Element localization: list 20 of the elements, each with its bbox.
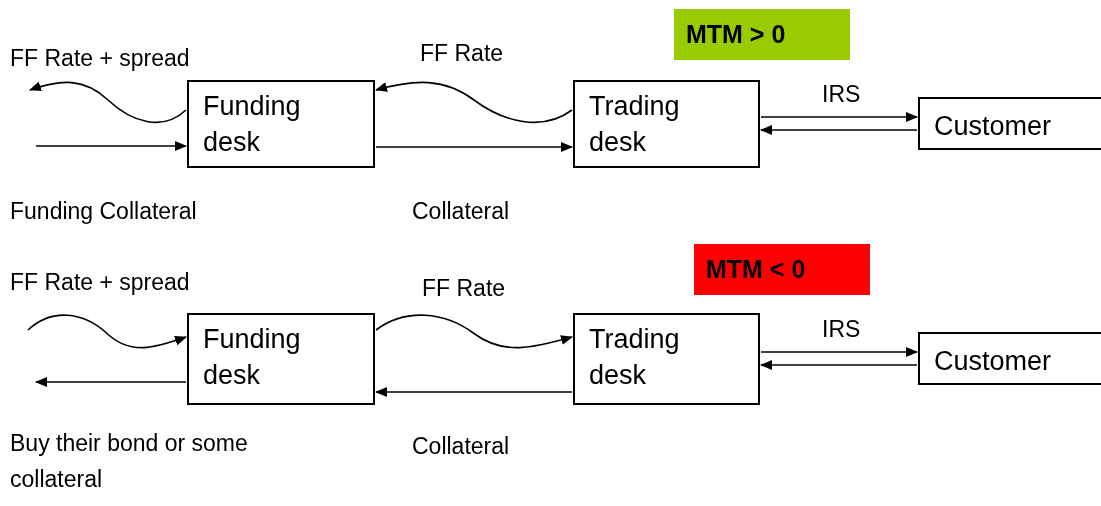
arrow bbox=[35, 377, 187, 387]
arrow bbox=[35, 141, 187, 151]
process-box: Funding desk bbox=[187, 313, 375, 405]
arrow bbox=[375, 314, 573, 349]
arrow bbox=[760, 125, 918, 135]
process-box: Trading desk bbox=[573, 80, 760, 168]
process-box: Funding desk bbox=[187, 80, 375, 168]
status-box: MTM < 0 bbox=[694, 244, 870, 295]
arrow bbox=[760, 347, 918, 357]
arrow bbox=[27, 314, 187, 349]
process-box: Customer bbox=[918, 97, 1101, 150]
arrow bbox=[375, 142, 573, 152]
arrow bbox=[760, 112, 918, 122]
process-box: Trading desk bbox=[573, 313, 760, 405]
arrow bbox=[29, 81, 187, 124]
arrow bbox=[375, 81, 573, 124]
process-box: Customer bbox=[918, 332, 1101, 385]
arrow bbox=[375, 387, 573, 397]
status-box: MTM > 0 bbox=[674, 9, 850, 60]
arrow bbox=[760, 360, 918, 370]
